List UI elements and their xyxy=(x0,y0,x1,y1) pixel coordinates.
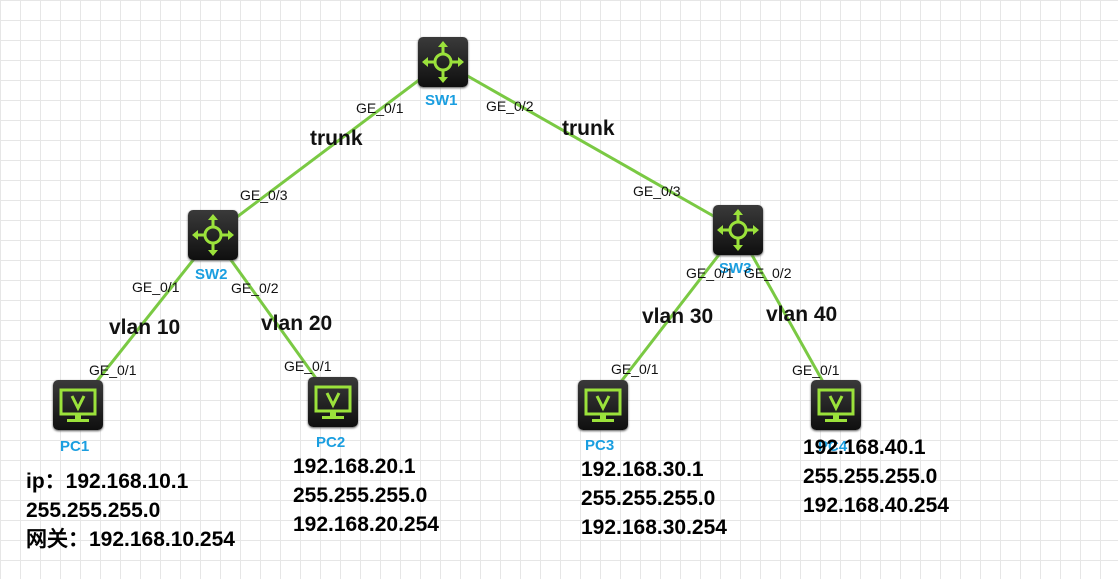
link-sw2-pc2[interactable] xyxy=(211,234,335,403)
pc4-address-info: 192.168.40.1 255.255.255.0 192.168.40.25… xyxy=(803,433,949,520)
link-label-trunk-right: trunk xyxy=(562,117,615,140)
monitor-icon xyxy=(59,388,97,422)
link-label-vlan10: vlan 10 xyxy=(109,316,181,339)
port-label: GE_0/2 xyxy=(486,98,534,114)
pc2-gateway: 192.168.20.254 xyxy=(293,513,439,536)
link-label-vlan20: vlan 20 xyxy=(261,312,333,335)
link-sw3-pc4[interactable] xyxy=(736,229,838,406)
sw1-label: SW1 xyxy=(425,92,458,109)
pc1-label: PC1 xyxy=(60,438,90,455)
pc3-ip: 192.168.30.1 xyxy=(581,458,704,481)
pc1-ip: ip：192.168.10.1 xyxy=(26,470,189,493)
pc2-label: PC2 xyxy=(316,434,346,451)
switch-icon xyxy=(717,209,759,251)
pc3-mask: 255.255.255.0 xyxy=(581,487,716,510)
port-label: GE_0/1 xyxy=(611,361,659,377)
monitor-icon xyxy=(584,388,622,422)
pc3-label: PC3 xyxy=(585,437,615,454)
pc1-mask: 255.255.255.0 xyxy=(26,499,161,522)
port-label: GE_0/1 xyxy=(284,358,332,374)
monitor-icon xyxy=(817,388,855,422)
switch-icon xyxy=(422,41,464,83)
link-label-vlan30: vlan 30 xyxy=(642,305,714,328)
pc4-ip: 192.168.40.1 xyxy=(803,436,926,459)
link-sw2-pc1[interactable] xyxy=(76,234,215,406)
pc4-gateway: 192.168.40.254 xyxy=(803,494,949,517)
port-label: GE_0/1 xyxy=(792,362,840,378)
link-sw1-sw3[interactable] xyxy=(442,60,739,232)
pc-pc1[interactable] xyxy=(53,380,103,430)
sw3-label: SW3 xyxy=(719,260,752,277)
sw2-label: SW2 xyxy=(195,266,228,283)
port-label: GE_0/1 xyxy=(132,279,180,295)
link-label-trunk-left: trunk xyxy=(310,127,363,150)
port-label: GE_0/3 xyxy=(633,183,681,199)
pc1-gateway: 网关：192.168.10.254 xyxy=(26,528,235,551)
pc3-gateway: 192.168.30.254 xyxy=(581,516,727,539)
pc2-address-info: 192.168.20.1 255.255.255.0 192.168.20.25… xyxy=(293,452,439,539)
port-label: GE_0/3 xyxy=(240,187,288,203)
pc2-mask: 255.255.255.0 xyxy=(293,484,428,507)
monitor-icon xyxy=(314,385,352,419)
pc4-mask: 255.255.255.0 xyxy=(803,465,938,488)
switch-sw1[interactable] xyxy=(418,37,468,87)
port-label: GE_0/2 xyxy=(744,265,792,281)
link-sw3-pc3[interactable] xyxy=(601,229,740,406)
pc-pc2[interactable] xyxy=(308,377,358,427)
switch-sw2[interactable] xyxy=(188,210,238,260)
pc-pc4[interactable] xyxy=(811,380,861,430)
switch-icon xyxy=(192,214,234,256)
port-label: GE_0/2 xyxy=(231,280,279,296)
pc3-address-info: 192.168.30.1 255.255.255.0 192.168.30.25… xyxy=(581,455,727,542)
switch-sw3[interactable] xyxy=(713,205,763,255)
pc4-label: PC4 xyxy=(818,438,848,455)
pc2-ip: 192.168.20.1 xyxy=(293,455,416,478)
pc1-address-info: ip：192.168.10.1 255.255.255.0 网关：192.168… xyxy=(26,467,235,554)
port-label: GE_0/1 xyxy=(89,362,137,378)
link-sw1-sw2[interactable] xyxy=(212,60,444,237)
pc-pc3[interactable] xyxy=(578,380,628,430)
port-label: GE_0/1 xyxy=(356,100,404,116)
port-label: GE_0/1 xyxy=(686,265,734,281)
link-label-vlan40: vlan 40 xyxy=(766,303,838,326)
